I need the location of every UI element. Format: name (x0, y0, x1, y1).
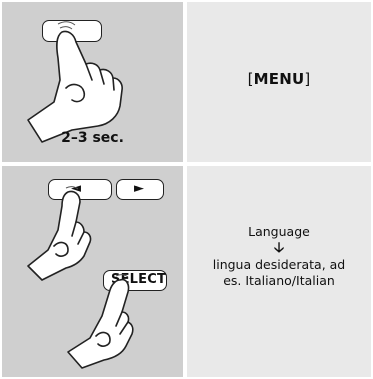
hold-duration-caption: 2–3 sec. (2, 130, 183, 146)
language-choice-line1: lingua desiderata, ad (213, 257, 346, 272)
language-menu-label: Language (248, 224, 310, 239)
step1-text-cell: [MENU] (187, 2, 371, 162)
step1-illustration-cell: 2–3 sec. (2, 2, 183, 162)
pressing-hand-icon (2, 166, 183, 377)
step2-illustration-cell: ◄ ► SELECT (2, 166, 183, 377)
language-instruction: Language 🡣 lingua desiderata, ad es. Ita… (187, 224, 371, 289)
menu-key-label: MENU (254, 70, 305, 88)
language-choice-line2: es. Italiano/Italian (223, 273, 335, 288)
menu-instruction: [MENU] (187, 70, 371, 88)
bracket-close: ] (304, 70, 310, 88)
down-arrow-icon: 🡣 (187, 241, 371, 255)
step2-text-cell: Language 🡣 lingua desiderata, ad es. Ita… (187, 166, 371, 377)
